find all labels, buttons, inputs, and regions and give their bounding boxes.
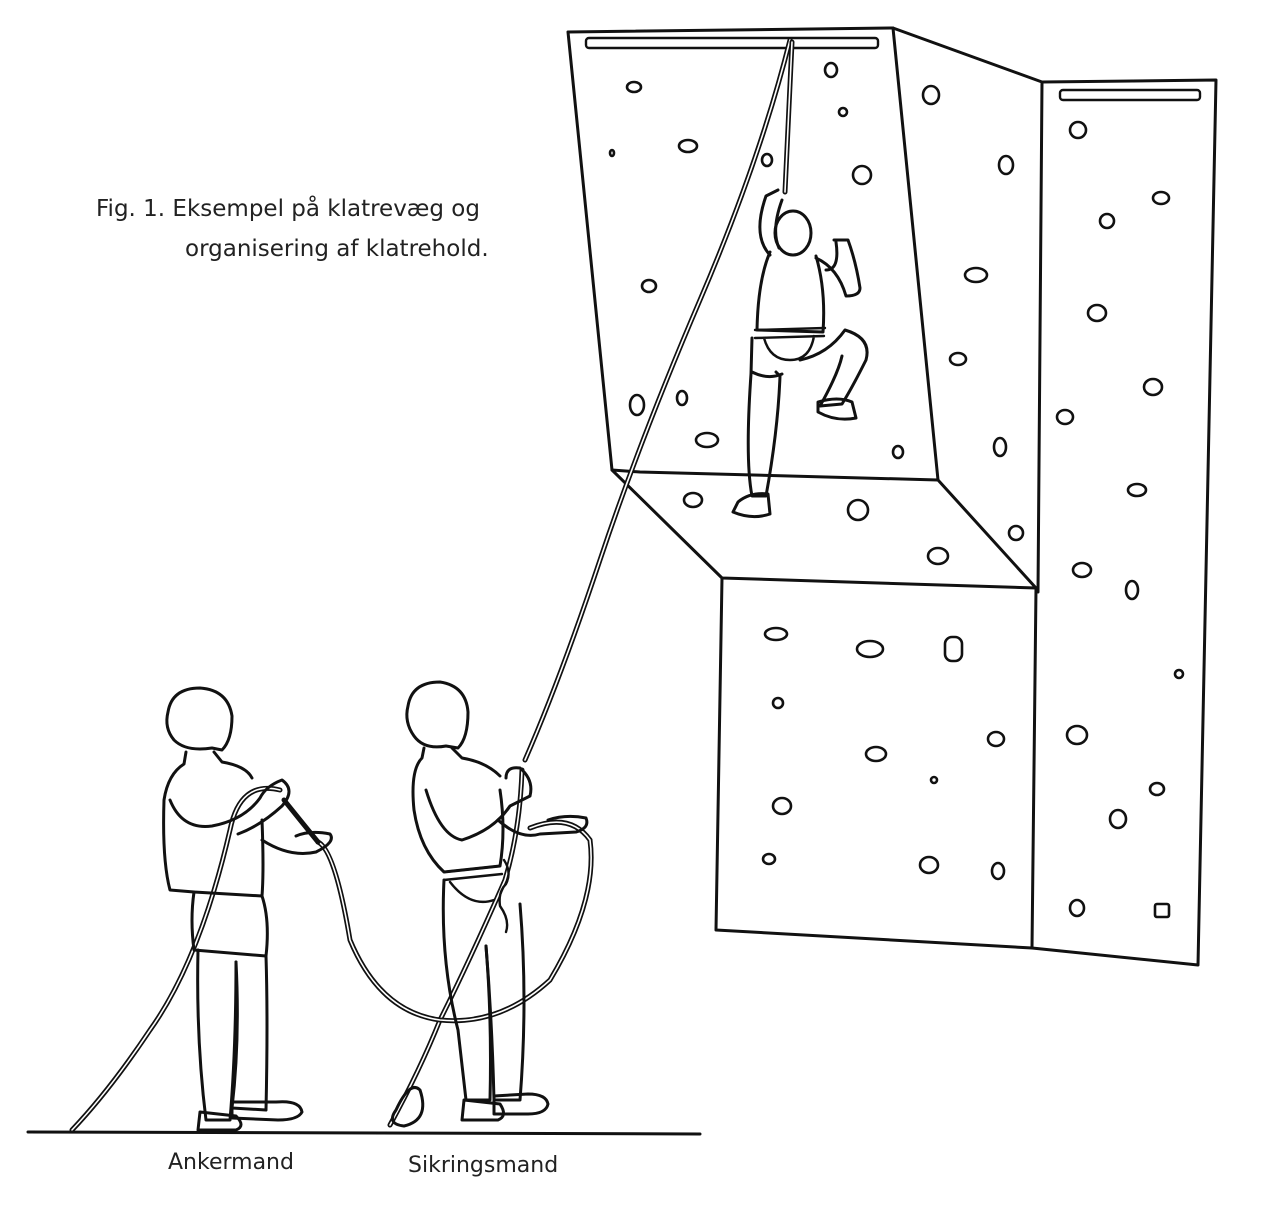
hold — [625, 80, 643, 94]
anchor-person-label: Ankermand — [168, 1150, 294, 1175]
hold — [986, 730, 1006, 748]
hold — [628, 393, 646, 417]
hold — [926, 546, 950, 566]
hold — [1068, 898, 1086, 918]
hold — [851, 164, 873, 186]
top-anchor-bar — [584, 36, 880, 50]
hold — [1148, 781, 1166, 797]
figure-caption-line1: Fig. 1. Eksempel på klatrevæg og — [96, 196, 480, 222]
hold — [675, 389, 689, 407]
hold — [1055, 408, 1075, 426]
hold — [1151, 190, 1171, 206]
hold — [997, 154, 1015, 176]
hold — [1173, 668, 1185, 680]
hold — [763, 626, 789, 642]
hold — [640, 278, 658, 294]
hold — [677, 138, 699, 154]
hold — [864, 745, 888, 763]
hold — [963, 266, 989, 284]
hold — [837, 106, 849, 118]
wall-right-panel — [1030, 78, 1218, 967]
climbing-holds — [608, 61, 1185, 919]
hold — [760, 152, 774, 168]
hold — [948, 351, 968, 367]
hold — [943, 635, 964, 663]
hold — [855, 639, 885, 659]
hold — [1098, 212, 1116, 230]
hold — [846, 498, 870, 522]
ground-line — [26, 1130, 702, 1136]
climbing-wall — [566, 26, 1218, 967]
climber-figure — [731, 188, 869, 519]
hold — [891, 444, 905, 460]
hold — [929, 775, 939, 785]
hold — [1126, 482, 1148, 498]
hold — [694, 431, 720, 449]
hold — [921, 84, 941, 106]
hold — [1124, 579, 1140, 601]
belayer-label: Sikringsmand — [408, 1153, 559, 1178]
hold — [608, 148, 616, 158]
hold — [761, 852, 777, 866]
hold — [918, 855, 940, 875]
hold — [682, 491, 704, 509]
hold — [1007, 524, 1025, 542]
hold — [771, 696, 785, 710]
hold — [992, 436, 1008, 458]
belayer-figure — [405, 680, 589, 1122]
wall-side-panel-upper — [891, 26, 1044, 594]
hold — [823, 61, 839, 79]
top-anchor-bar-right — [1058, 88, 1202, 102]
hold — [1108, 808, 1128, 830]
figure-caption-line2: organisering af klatrehold. — [185, 236, 489, 262]
hold — [1142, 377, 1164, 397]
hold — [1086, 303, 1108, 323]
anchor-person-figure — [162, 686, 333, 1132]
wall-roof-ledge — [610, 468, 1038, 590]
wall-overhang-panel — [566, 26, 940, 482]
hold — [1065, 724, 1089, 746]
climbing-rope — [69, 37, 795, 1133]
hold — [1068, 120, 1088, 140]
hold — [771, 796, 793, 816]
hold — [990, 861, 1006, 881]
wall-lower-panel — [714, 576, 1038, 950]
hold — [1071, 561, 1093, 579]
hold — [1153, 902, 1171, 919]
